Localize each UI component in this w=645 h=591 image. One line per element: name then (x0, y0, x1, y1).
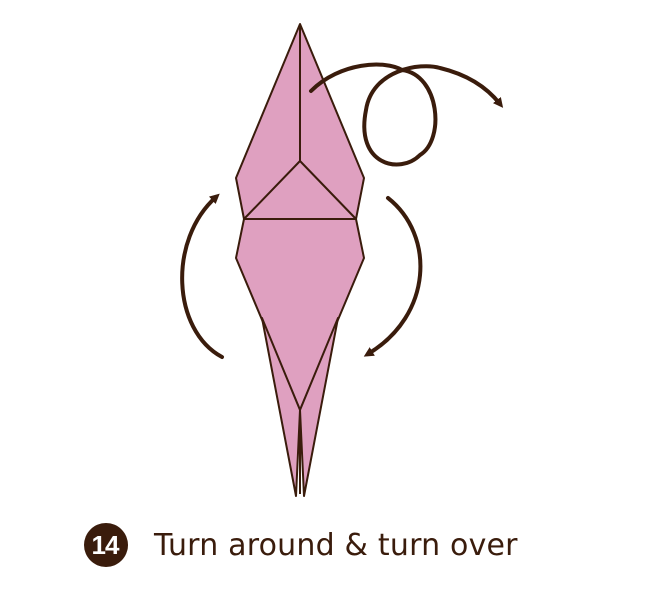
right-leg (299, 317, 339, 497)
rotate-right-arrow (363, 196, 423, 357)
step-instruction: Turn around & turn over (154, 527, 518, 563)
lower-body (235, 218, 365, 411)
step-caption: 14 Turn around & turn over (84, 523, 518, 567)
turn-over-loop-arrow (309, 62, 504, 167)
rotate-left-arrow (180, 193, 224, 359)
origami-model (235, 23, 365, 497)
triangle-fold (243, 160, 357, 220)
left-leg (261, 317, 301, 497)
step-number-badge: 14 (84, 523, 128, 567)
